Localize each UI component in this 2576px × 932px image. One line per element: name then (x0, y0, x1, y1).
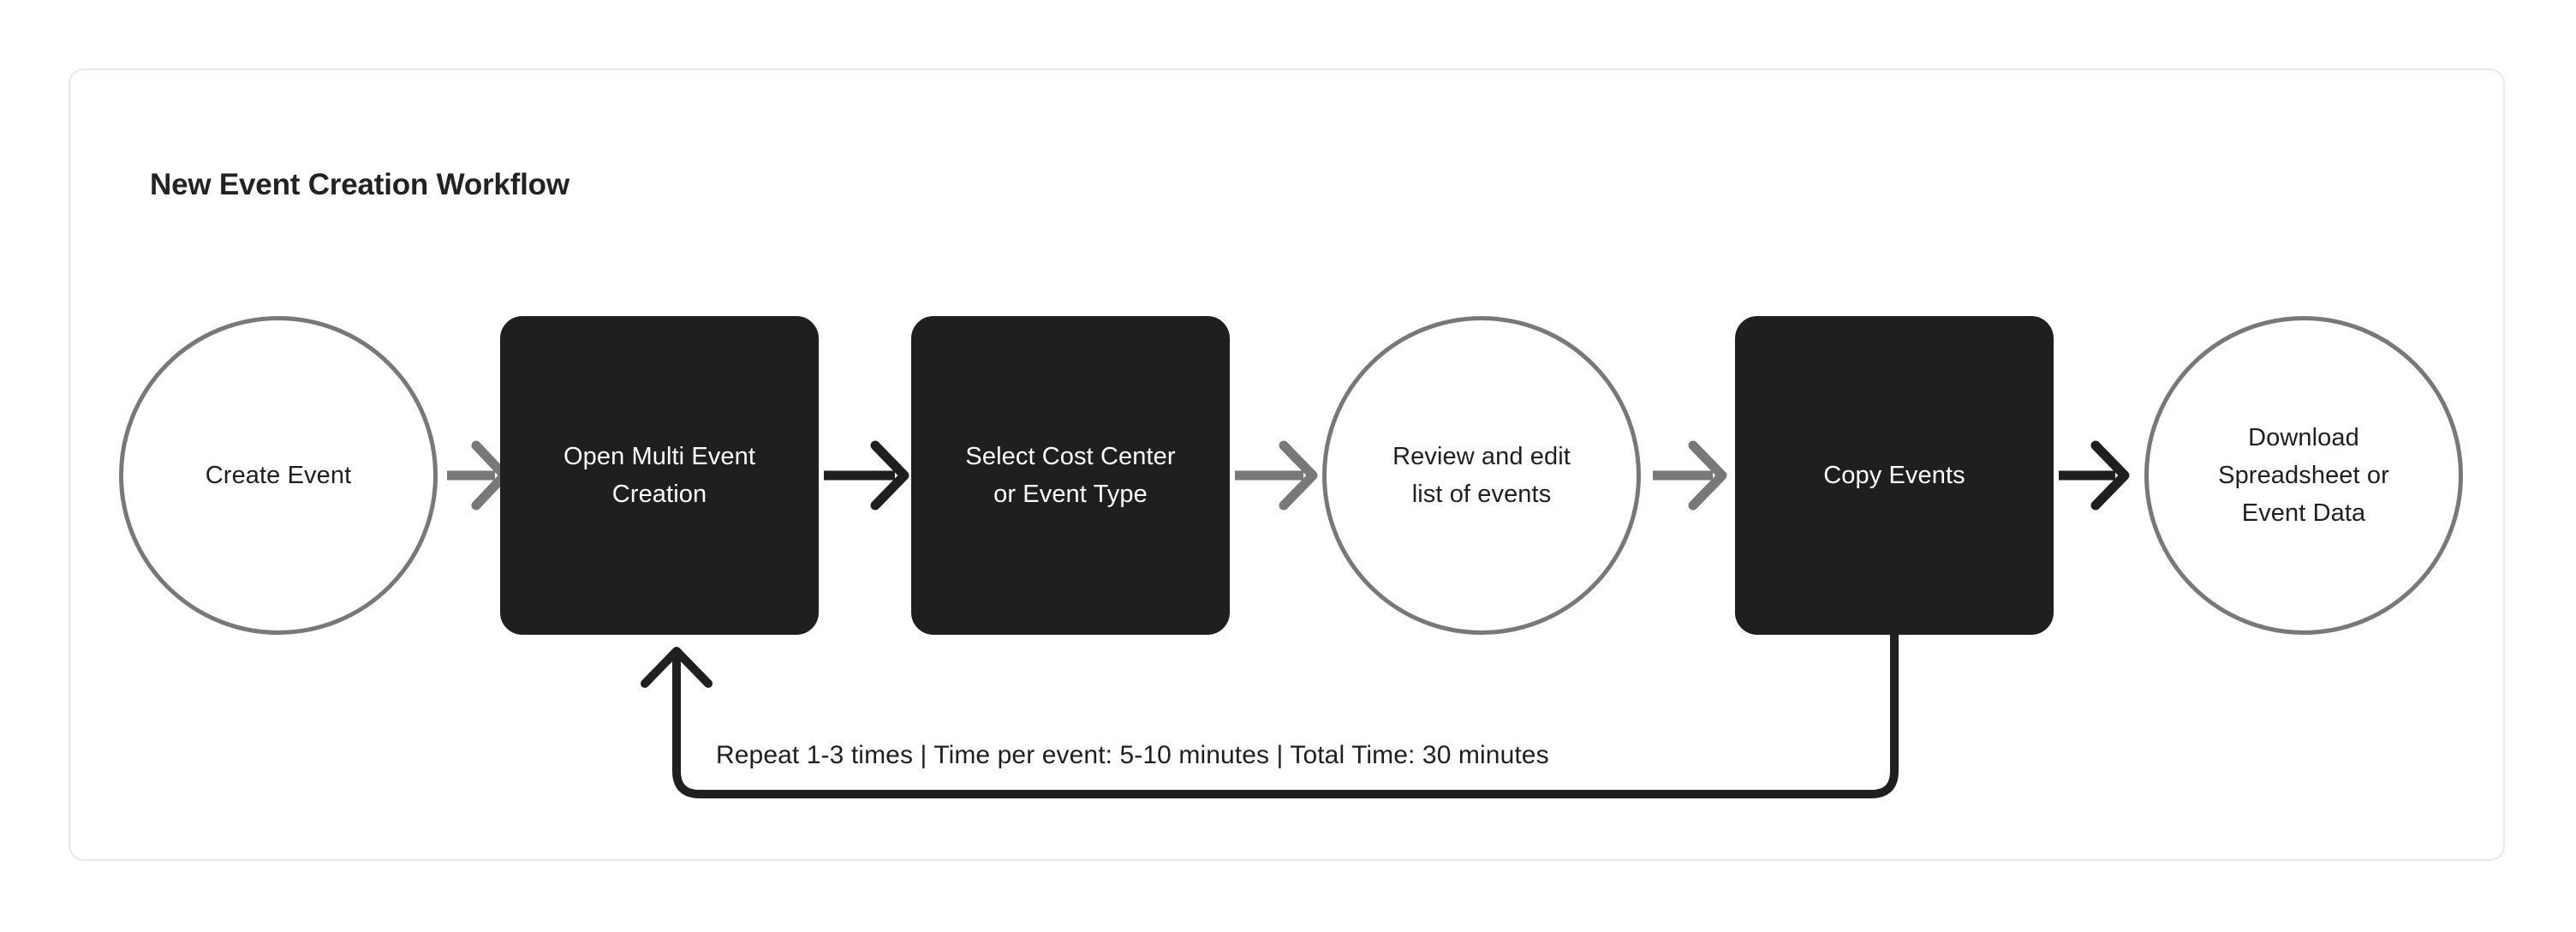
edge-create-event-to-open-multi-event (447, 440, 510, 511)
node-select-cost-center[interactable]: Select Cost Center or Event Type (911, 316, 1230, 635)
feedback-loop-edge (641, 630, 1899, 798)
edge-open-multi-event-to-select-cost-center (824, 440, 909, 511)
node-download-spreadsheet[interactable]: Download Spreadsheet or Event Data (2144, 316, 2463, 635)
node-copy-events[interactable]: Copy Events (1735, 316, 2054, 635)
feedback-loop-caption: Repeat 1-3 times | Time per event: 5-10 … (711, 741, 1554, 770)
arrowhead-icon (1688, 440, 1727, 511)
arrowhead-up-icon (641, 647, 713, 688)
node-label: Open Multi Event Creation (563, 442, 756, 508)
edge-select-cost-center-to-review-edit (1235, 440, 1318, 511)
node-label: Select Cost Center or Event Type (965, 442, 1176, 508)
arrowhead-icon (2090, 440, 2130, 511)
node-create-event[interactable]: Create Event (119, 316, 438, 635)
node-open-multi-event[interactable]: Open Multi Event Creation (500, 316, 819, 635)
arrowhead-icon (1279, 440, 1318, 511)
feedback-loop-path (672, 630, 1899, 798)
arrowhead-icon (870, 440, 909, 511)
edge-copy-events-to-download-data (2059, 440, 2130, 511)
node-label: Review and edit list of events (1392, 442, 1571, 508)
node-label: Copy Events (1823, 461, 1965, 489)
node-review-edit-list[interactable]: Review and edit list of events (1322, 316, 1641, 635)
node-label: Create Event (205, 461, 352, 489)
workflow-card (69, 69, 2505, 861)
edge-review-edit-to-copy-events (1653, 440, 1727, 511)
page-title: New Event Creation Workflow (150, 168, 569, 201)
node-label: Download Spreadsheet or Event Data (2218, 423, 2389, 528)
